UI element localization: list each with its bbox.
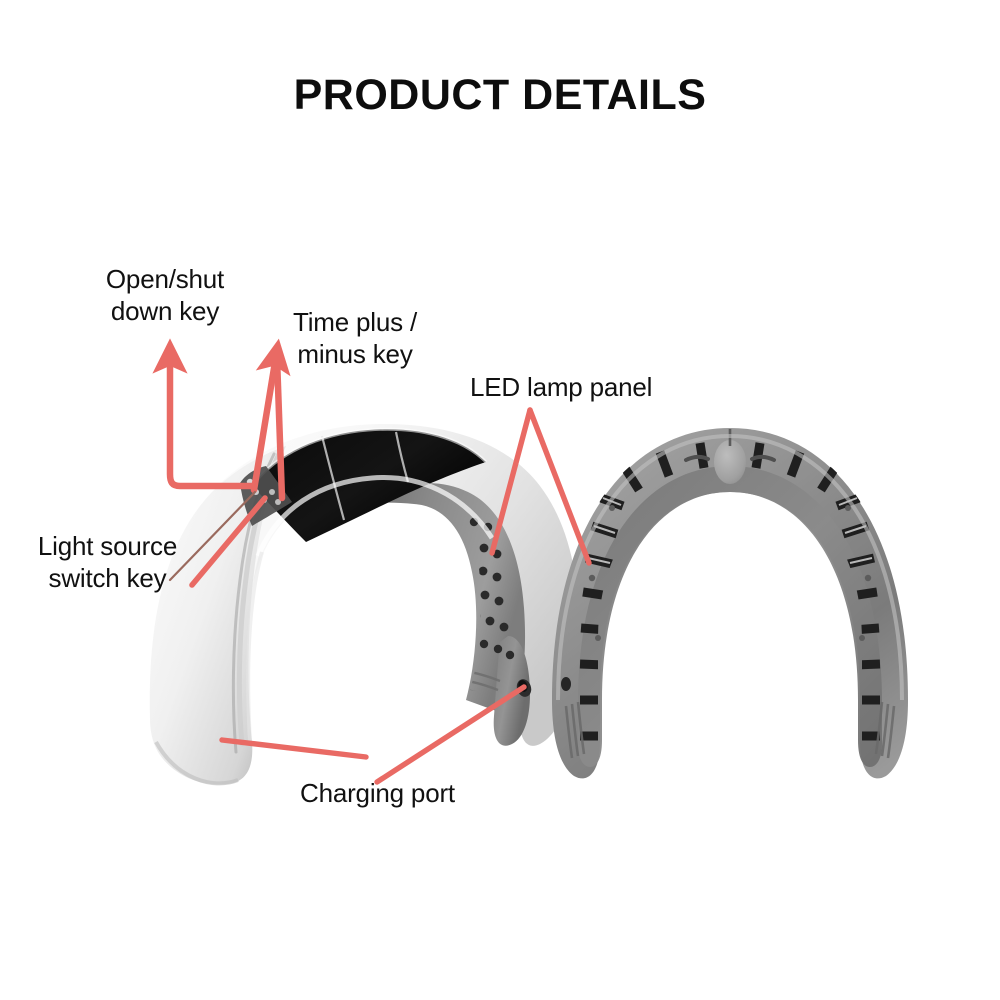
arch-inner-highlight (255, 475, 495, 557)
sensor-slot-left (684, 454, 710, 462)
top-center-sensor (714, 440, 746, 484)
power-button[interactable] (246, 478, 254, 486)
light-source-button-2[interactable] (261, 497, 267, 503)
callout-label-open-shut-down-key: Open/shut down key (105, 264, 225, 326)
device-interior-panel (360, 483, 526, 716)
timer-button-plus[interactable] (269, 489, 275, 495)
charging-port-front[interactable] (561, 677, 571, 691)
screw-dots (588, 505, 872, 641)
device-side-view (149, 424, 579, 786)
device-front-view (552, 428, 908, 779)
callout-label-time-plus-minus-key: Time plus / minus key (293, 307, 417, 369)
vent-slots (564, 701, 896, 759)
callout-label-led-lamp-panel: LED lamp panel (470, 372, 653, 402)
callout-label-charging-port: Charging port (300, 778, 455, 808)
sensor-slot-right (750, 454, 776, 462)
lobe-bottom-shadow (154, 741, 239, 786)
callout-label-light-source-switch-key: Light source switch key (37, 531, 178, 593)
page-title: PRODUCT DETAILS (293, 71, 707, 119)
dark-top-panel (252, 429, 486, 542)
light-source-button-1[interactable] (253, 489, 259, 495)
timer-button-minus[interactable] (275, 499, 281, 505)
